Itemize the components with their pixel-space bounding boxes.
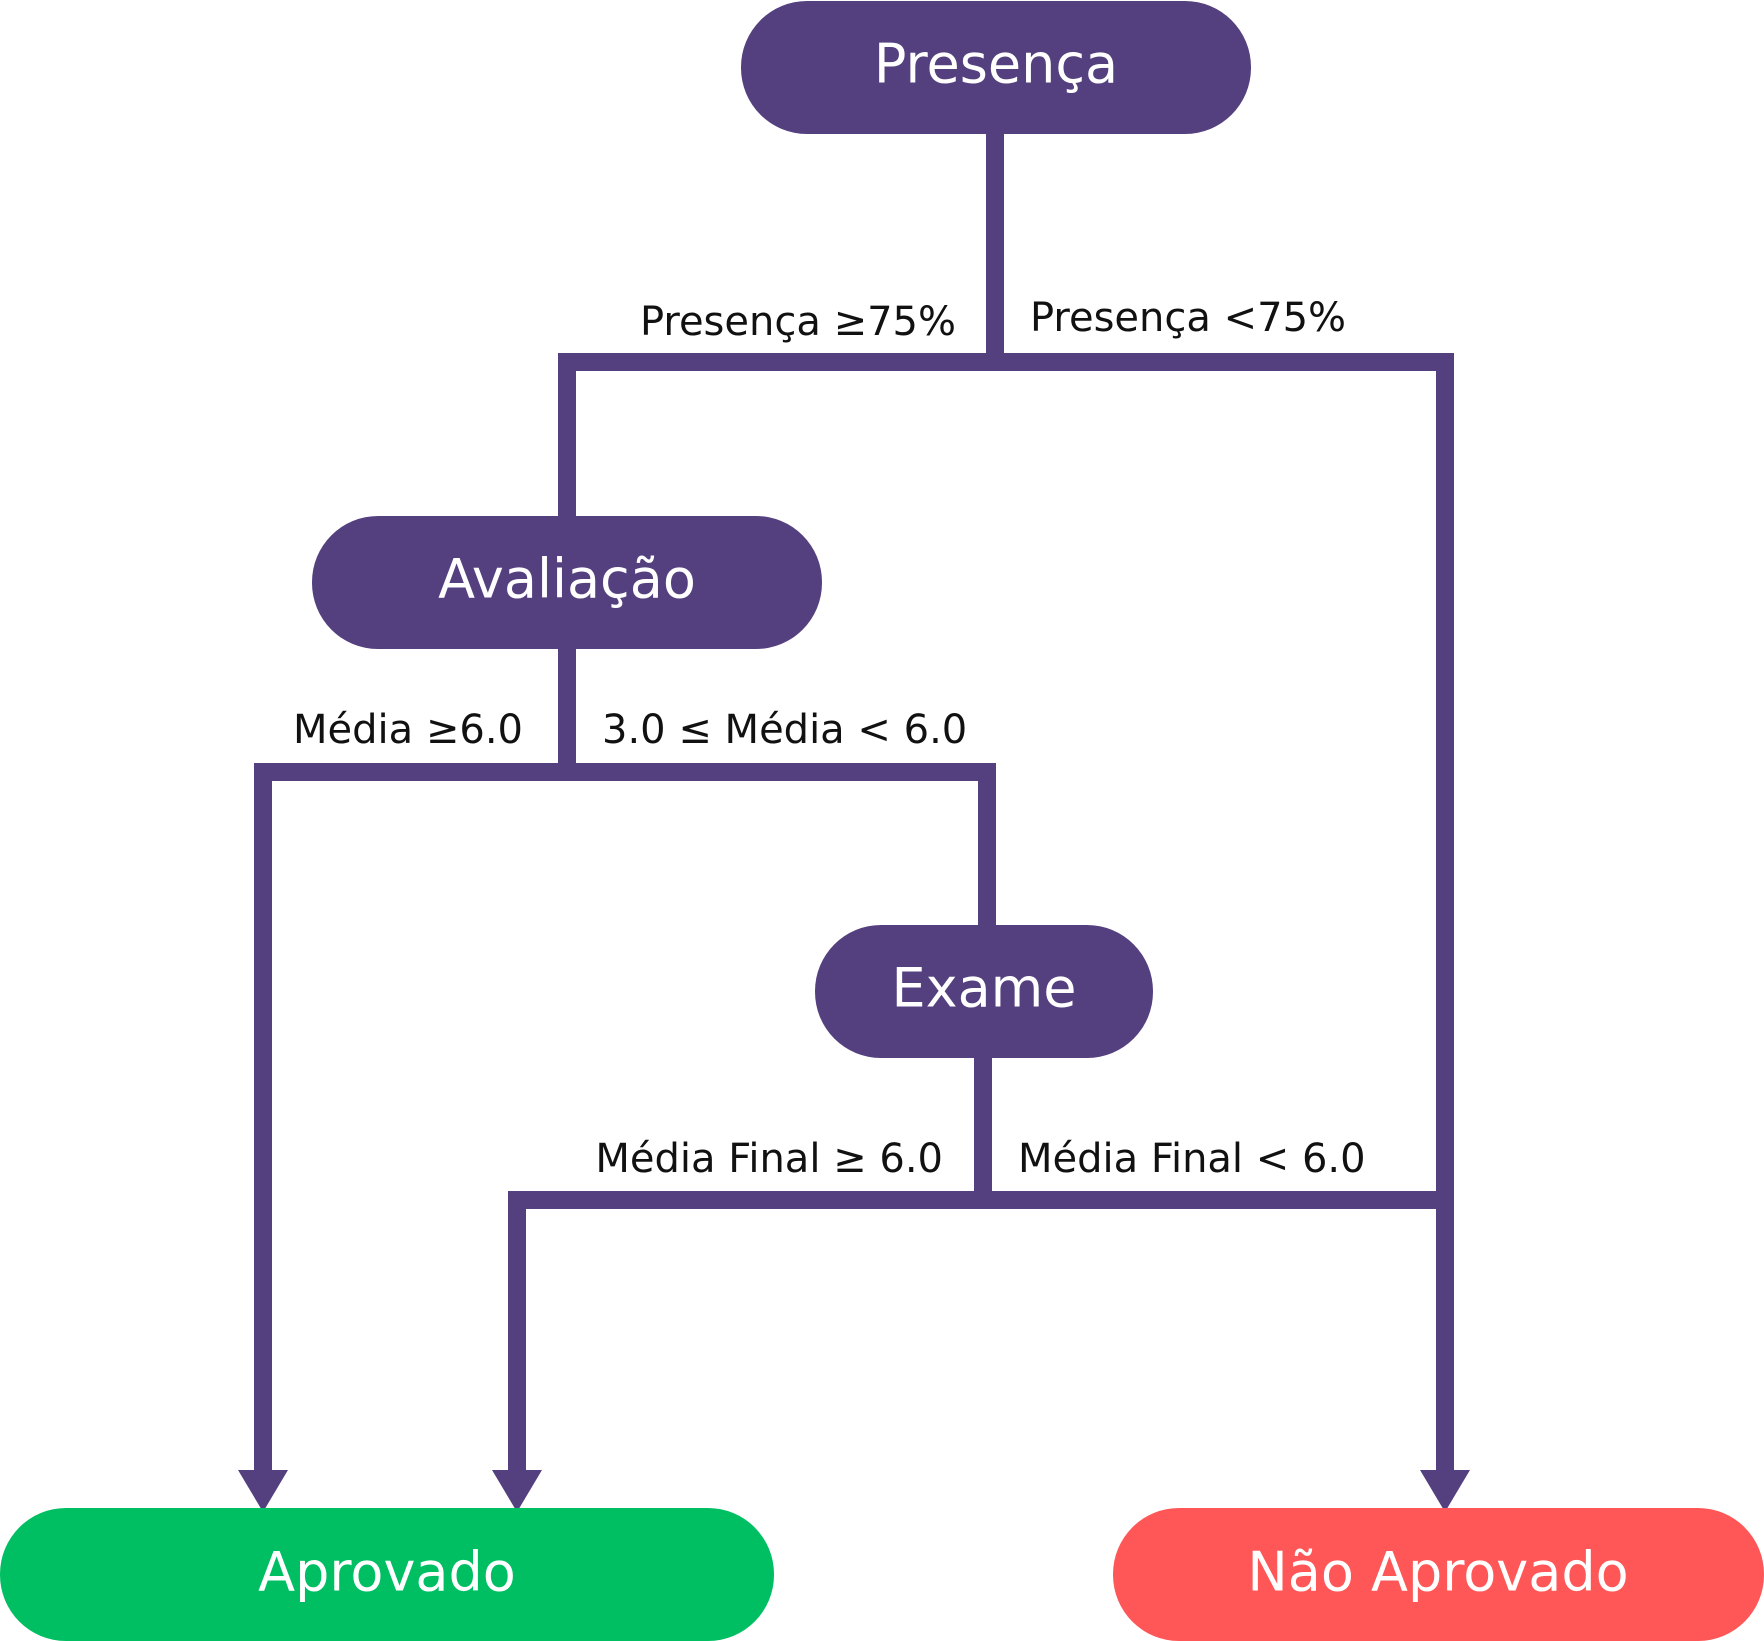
edge-label-media-ge6: Média ≥6.0 — [293, 707, 523, 753]
node-avaliacao: Avaliação — [312, 516, 822, 649]
arrowhead-nao-aprovado — [1420, 1470, 1470, 1512]
edge-label-media-between: 3.0 ≤ Média < 6.0 — [602, 707, 967, 753]
edge-label-media-final-lt6: Média Final < 6.0 — [1018, 1136, 1366, 1182]
node-avaliacao-label: Avaliação — [438, 548, 696, 611]
edge-label-media-final-ge6: Média Final ≥ 6.0 — [595, 1136, 943, 1182]
edge-labels: Presença ≥75% Presença <75% Média ≥6.0 3… — [293, 295, 1366, 1182]
node-presenca-label: Presença — [874, 33, 1118, 96]
node-aprovado-label: Aprovado — [258, 1541, 516, 1604]
node-exame: Exame — [815, 925, 1153, 1058]
edge-label-presenca-ge75: Presença ≥75% — [640, 299, 956, 345]
node-aprovado: Aprovado — [0, 1508, 774, 1641]
node-nao-aprovado-label: Não Aprovado — [1247, 1541, 1628, 1604]
connectors — [254, 130, 1454, 1475]
arrowhead-aprovado-2 — [492, 1470, 542, 1512]
arrowheads — [238, 1470, 1470, 1512]
arrowhead-aprovado-1 — [238, 1470, 288, 1512]
edge-label-presenca-lt75: Presença <75% — [1030, 295, 1346, 341]
node-nao-aprovado: Não Aprovado — [1113, 1508, 1764, 1641]
node-exame-box — [815, 925, 1153, 1058]
node-avaliacao-box — [312, 516, 822, 649]
node-presenca-box — [741, 1, 1251, 134]
node-aprovado-box — [0, 1508, 774, 1641]
node-nao-aprovado-box — [1113, 1508, 1764, 1641]
node-presenca: Presença — [741, 1, 1251, 134]
node-exame-label: Exame — [892, 957, 1077, 1020]
